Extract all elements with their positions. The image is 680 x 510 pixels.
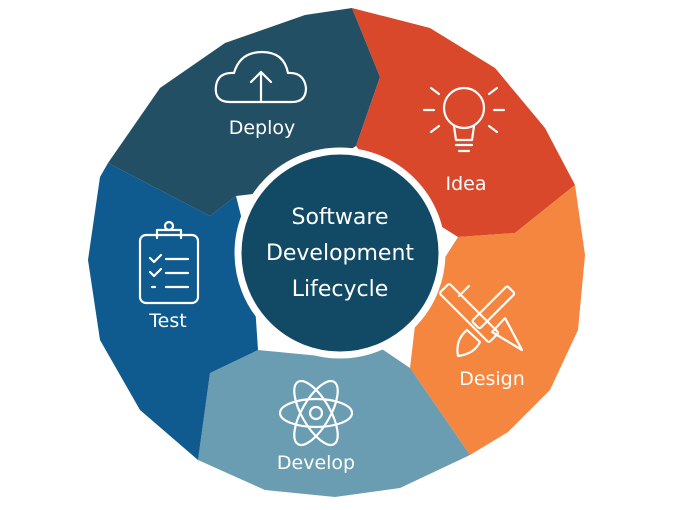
center-circle xyxy=(238,151,442,355)
segment-test xyxy=(88,163,258,460)
lightbulb-icon xyxy=(422,86,506,153)
segment-label-deploy: Deploy xyxy=(229,117,296,139)
segment-label-test: Test xyxy=(148,310,186,332)
center-title-line2: Development xyxy=(266,241,414,266)
atom-icon xyxy=(278,379,354,447)
segment-label-idea: Idea xyxy=(446,173,487,195)
center-title-line1: Software xyxy=(292,205,389,230)
center-title-line3: Lifecycle xyxy=(292,277,389,302)
segment-label-design: Design xyxy=(459,368,525,390)
pencil-brush-icon xyxy=(439,283,524,358)
clipboard-checklist-icon xyxy=(138,220,200,305)
segment-design xyxy=(410,185,585,455)
segment-label-develop: Develop xyxy=(277,452,355,474)
cloud-upload-icon xyxy=(214,50,308,104)
center-ring xyxy=(234,147,446,359)
